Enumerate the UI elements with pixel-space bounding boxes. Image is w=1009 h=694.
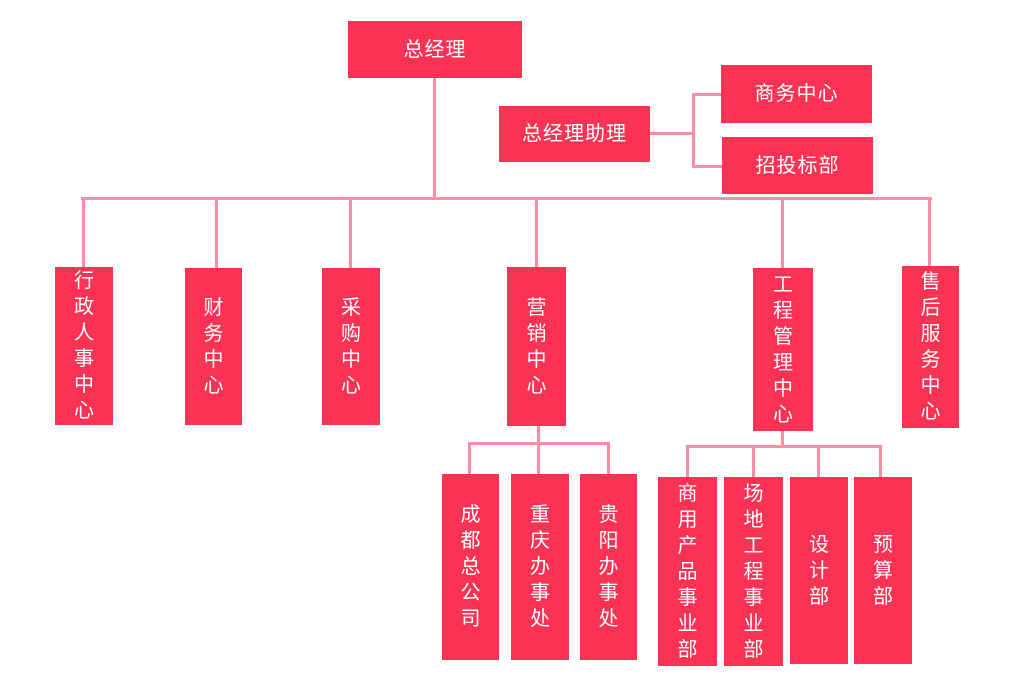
org-node-chengdu-hq[interactable]: 成 都 总 公 司	[442, 474, 499, 660]
org-node-aftersales-service-center[interactable]: 售 后 服 务 中 心	[902, 266, 959, 428]
connector-drop-site-engineering	[752, 445, 755, 477]
org-node-budget-dept[interactable]: 预 算 部	[854, 477, 912, 664]
org-node-admin-hr-center[interactable]: 行 政 人 事 中 心	[55, 267, 113, 425]
org-node-gm-assistant[interactable]: 总经理助理	[499, 106, 650, 162]
org-node-marketing-center[interactable]: 营 销 中 心	[507, 267, 566, 426]
connector-drop-guiyang	[607, 442, 610, 474]
connector-engineering-trunk	[781, 431, 784, 447]
connector-drop-commercial-products	[686, 445, 689, 477]
connector-drop-procurement	[349, 197, 352, 268]
connector-assistant-branch-vertical	[692, 93, 695, 168]
org-node-site-engineering-division[interactable]: 场 地 工 程 事 业 部	[724, 477, 783, 666]
connector-assistant-stub	[650, 132, 694, 135]
org-node-design-dept[interactable]: 设 计 部	[790, 477, 848, 664]
connector-drop-finance	[215, 197, 218, 268]
connector-marketing-trunk	[537, 426, 540, 446]
connector-drop-admin-hr	[82, 197, 85, 267]
org-node-procurement-center[interactable]: 采 购 中 心	[322, 268, 380, 425]
org-node-bidding-dept[interactable]: 招投标部	[722, 137, 873, 194]
org-node-chongqing-office[interactable]: 重 庆 办 事 处	[511, 474, 569, 660]
connector-drop-budget	[879, 445, 882, 477]
connector-drop-aftersales	[928, 197, 931, 266]
org-node-guiyang-office[interactable]: 贵 阳 办 事 处	[580, 474, 637, 660]
connector-drop-marketing	[535, 197, 538, 267]
connector-drop-chengdu	[468, 442, 471, 474]
org-node-engineering-mgmt-center[interactable]: 工 程 管 理 中 心	[753, 268, 813, 431]
connector-engineering-horizontal	[686, 445, 882, 448]
connector-business-stub	[692, 93, 721, 96]
org-node-general-manager[interactable]: 总经理	[348, 21, 522, 78]
org-node-commercial-products-division[interactable]: 商 用 产 品 事 业 部	[658, 477, 717, 666]
connector-main-horizontal	[81, 197, 932, 200]
org-node-finance-center[interactable]: 财 务 中 心	[185, 268, 242, 425]
connector-drop-engineering	[781, 197, 784, 268]
org-node-business-center[interactable]: 商务中心	[721, 65, 872, 123]
connector-gm-trunk	[433, 78, 436, 200]
connector-drop-chongqing	[537, 442, 540, 474]
connector-bidding-stub	[692, 165, 722, 168]
connector-drop-design	[817, 445, 820, 477]
